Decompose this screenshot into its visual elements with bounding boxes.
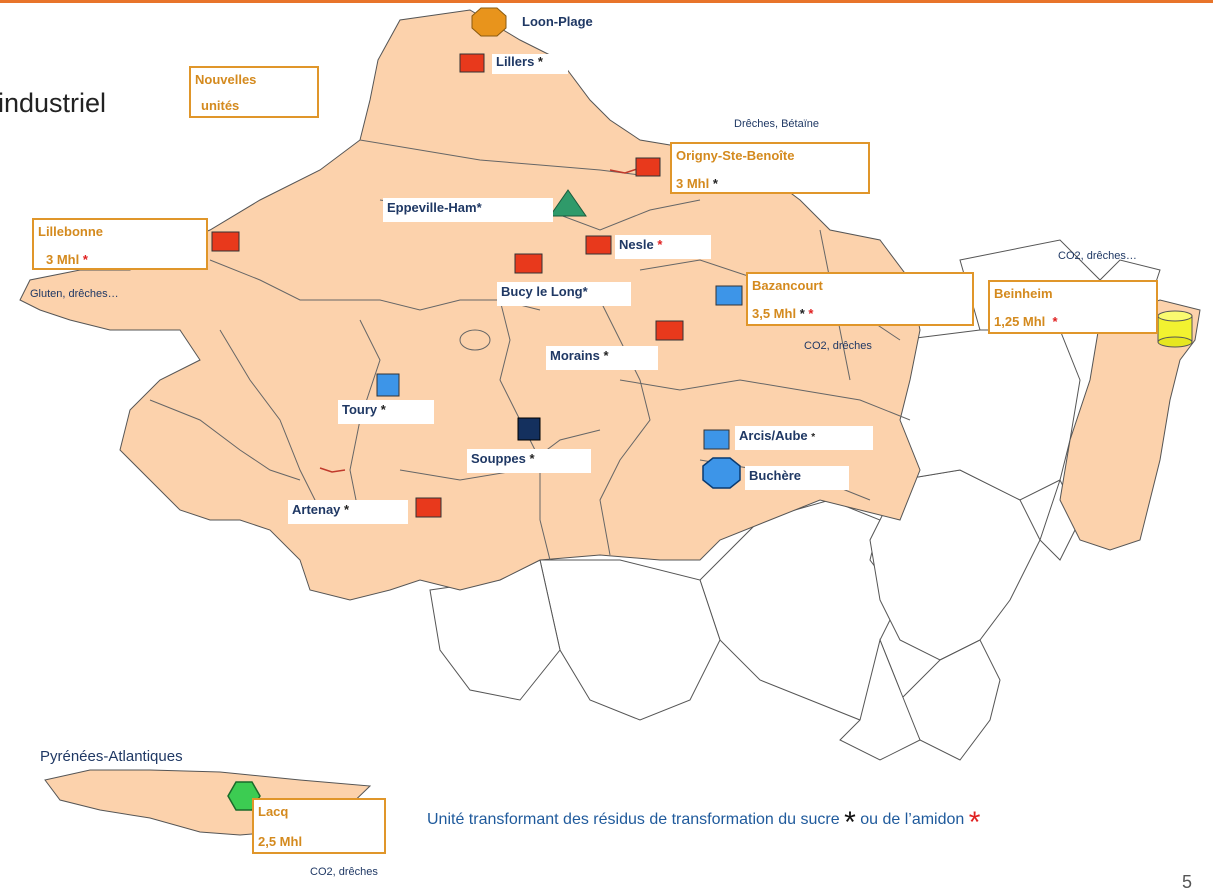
note-co2-dreches-east: CO2, drêches… [1058, 250, 1137, 262]
nesle-starch-star: * [657, 237, 663, 252]
origny-marker-square-icon [635, 157, 661, 177]
new-units-line1: Nouvelles [195, 72, 257, 87]
lillebonne-capacity-line: 3 Mhl * [46, 252, 88, 267]
toury-label: Toury * [338, 400, 434, 424]
souppes-sugar-star: * [529, 451, 535, 466]
toury-sugar-star: * [380, 402, 386, 417]
new-units-legend-box: Nouvelles unités [189, 66, 319, 118]
legend-text-a: Unité transformant des résidus de transf… [427, 811, 840, 828]
souppes-label: Souppes * [467, 449, 591, 473]
arcis-name: Arcis/Aube [739, 428, 808, 443]
beinheim-capacity: 1,25 Mhl [994, 314, 1046, 329]
note-gluten-dreches: Gluten, drêches… [30, 288, 119, 300]
beinheim-starch-star: * [1052, 314, 1058, 329]
lacq-capacity: 2,5 Mhl [258, 834, 303, 849]
rivers [319, 167, 641, 473]
lillers-marker-square-icon [459, 53, 485, 73]
top-accent-line [0, 0, 1213, 3]
artenay-label: Artenay * [288, 500, 408, 524]
eppeville-marker-triangle-icon [549, 189, 587, 217]
beinheim-capacity-line: 1,25 Mhl * [994, 314, 1058, 329]
lillebonne-starch-star: * [82, 252, 88, 267]
lillers-sugar-star: * [537, 54, 543, 69]
morains-marker-square-icon [655, 320, 684, 341]
bazancourt-marker-square-icon [715, 285, 743, 306]
bucy-marker-square-icon [514, 253, 543, 274]
lacq-box: Lacq 2,5 Mhl [252, 798, 386, 854]
beinheim-box: Beinheim 1,25 Mhl * [988, 280, 1158, 334]
lillebonne-capacity: 3 Mhl [46, 252, 80, 267]
lacq-name: Lacq [258, 804, 289, 819]
legend-text-b: ou de l’amidon [860, 811, 965, 828]
eppeville-label: Eppeville-Ham* [383, 198, 553, 222]
morains-name: Morains [550, 348, 600, 363]
origny-box: Origny-Ste-Benoîte 3 Mhl * [670, 142, 870, 194]
buchere-label: Buchère [745, 466, 849, 490]
bucy-label: Bucy le Long* [497, 282, 631, 306]
note-co2-dreches-bazancourt: CO2, drêches [804, 340, 872, 352]
lillebonne-name: Lillebonne [38, 224, 103, 239]
lillers-label: Lillers * [492, 54, 568, 74]
nesle-marker-square-icon [585, 235, 612, 255]
toury-marker-square-icon [376, 373, 400, 397]
arcis-label: Arcis/Aube * [735, 426, 873, 450]
legend-starch-star: * [968, 806, 981, 839]
legend-sugar-star: * [844, 806, 856, 839]
artenay-sugar-star: * [344, 502, 350, 517]
bazancourt-capacity: 3,5 Mhl [752, 306, 797, 321]
loon-plage-label: Loon-Plage [522, 14, 593, 29]
arcis-marker-square-icon [703, 429, 730, 450]
morains-label: Morains * [546, 346, 658, 370]
souppes-name: Souppes [471, 451, 526, 466]
beinheim-marker-cylinder-icon [1157, 310, 1193, 348]
new-units-line2: unités [201, 98, 240, 113]
toury-name: Toury [342, 402, 378, 417]
alsace-region [1059, 299, 1201, 551]
bazancourt-box: Bazancourt 3,5 Mhl * * [746, 272, 974, 326]
nesle-name: Nesle [619, 237, 654, 252]
buchere-marker-octagon-icon [702, 457, 741, 489]
origny-sugar-star: * [712, 176, 718, 191]
beinheim-name: Beinheim [994, 286, 1053, 301]
legend-text: Unité transformant des résidus de transf… [427, 806, 980, 840]
origny-capacity: 3 Mhl [676, 176, 710, 191]
note-co2-dreches-lacq: CO2, drêches [310, 866, 378, 878]
bazancourt-name: Bazancourt [752, 278, 823, 293]
lillebonne-box: Lillebonne 3 Mhl * [32, 218, 208, 270]
artenay-marker-square-icon [415, 497, 442, 518]
nesle-label: Nesle * [615, 235, 711, 259]
bazancourt-starch-star: * [808, 306, 814, 321]
morains-sugar-star: * [603, 348, 609, 363]
lillebonne-marker-square-icon [211, 231, 240, 252]
bazancourt-sugar-star: * [799, 306, 805, 321]
arcis-sugar-star: * [811, 432, 816, 443]
loon-plage-marker-octagon-icon [471, 7, 507, 37]
bazancourt-capacity-line: 3,5 Mhl * * [752, 306, 813, 321]
artenay-name: Artenay [292, 502, 341, 517]
lillers-name: Lillers [496, 54, 535, 69]
origny-capacity-line: 3 Mhl * [676, 176, 718, 191]
page-heading: industriel [0, 88, 107, 118]
souppes-marker-square-icon [517, 417, 541, 441]
origny-name: Origny-Ste-Benoîte [676, 148, 795, 163]
pyrenees-atlantiques-label: Pyrénées-Atlantiques [40, 748, 183, 765]
page-number: 5 [1182, 872, 1193, 892]
note-dreches-betaine: Drêches, Bétaïne [734, 118, 819, 130]
